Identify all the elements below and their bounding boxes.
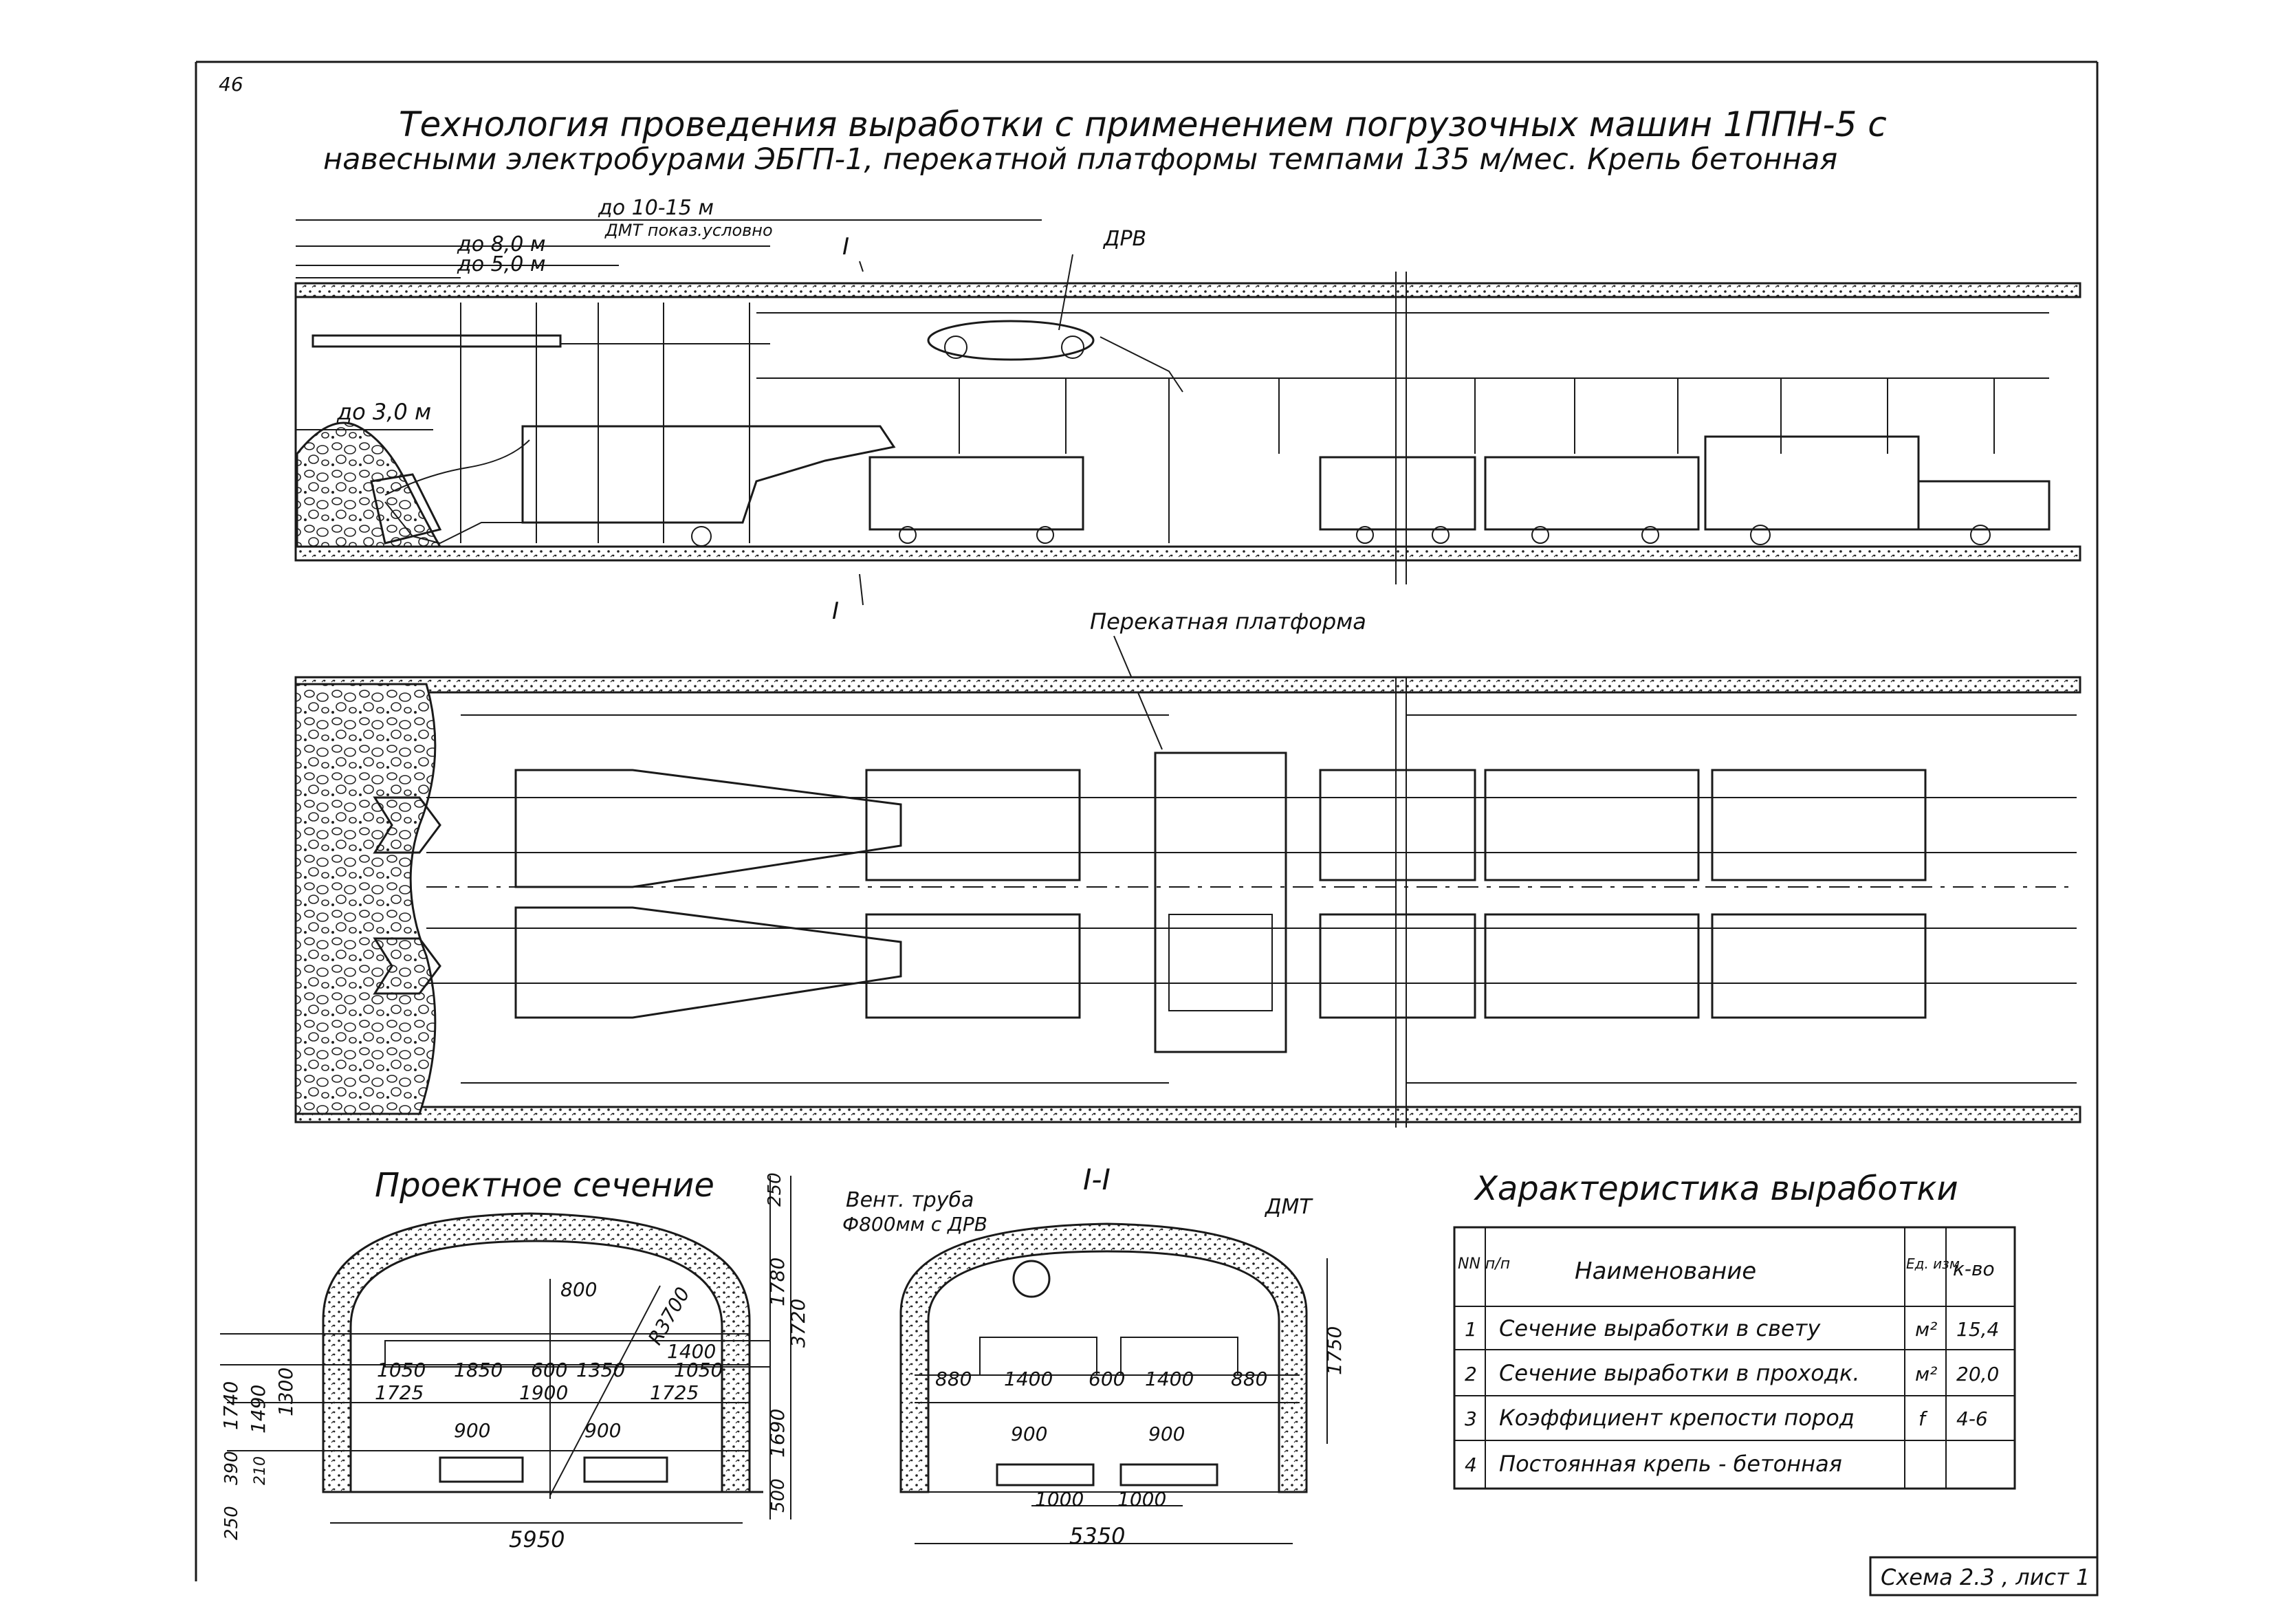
loader-plan-2 (514, 906, 902, 1019)
title-line-2: навесными электробурами ЭБГП-1, перекатн… (323, 142, 1837, 177)
svg-text:1400: 1400 (1004, 1368, 1053, 1390)
sheet-label-box (1869, 1556, 2099, 1596)
svg-text:1350: 1350 (576, 1359, 625, 1381)
svg-text:1050: 1050 (674, 1359, 723, 1381)
svg-text:5350: 5350 (1069, 1523, 1125, 1549)
svg-text:900: 900 (454, 1419, 490, 1442)
svg-text:5950: 5950 (509, 1526, 565, 1552)
project-section-title: Проектное сечение (375, 1166, 714, 1205)
loader-plan-1 (514, 769, 902, 888)
svg-text:880: 880 (1231, 1368, 1267, 1390)
svg-text:1050: 1050 (377, 1359, 426, 1381)
table-title: Характеристика выработки (1473, 1170, 1958, 1208)
svg-text:900: 900 (584, 1419, 621, 1442)
row-2-qty: 20,0 (1956, 1363, 1999, 1385)
row-2-unit: м² (1915, 1363, 1937, 1385)
face-rock (294, 683, 437, 1115)
svg-text:880: 880 (935, 1368, 972, 1390)
svg-text:3720: 3720 (787, 1299, 809, 1348)
vent-label-1: Вент. труба (846, 1188, 974, 1212)
svg-text:250: 250 (765, 1172, 785, 1207)
svg-text:R3700: R3700 (644, 1283, 695, 1348)
row-1-name: Сечение выработки в свету (1499, 1315, 1821, 1341)
svg-text:250: 250 (221, 1506, 242, 1540)
project-section: Проектное сечение 250 800 R3700 1400 178… (219, 1166, 809, 1552)
row-2-n: 2 (1465, 1363, 1477, 1385)
rock-pile (296, 421, 442, 548)
section-ii-title: I-I (1083, 1163, 1111, 1196)
loader-bucket (370, 473, 442, 545)
svg-text:1000: 1000 (1117, 1488, 1166, 1511)
svg-text:900: 900 (1011, 1423, 1047, 1445)
svg-text:1400: 1400 (667, 1340, 716, 1363)
svg-text:210: 210 (252, 1456, 269, 1485)
svg-text:600: 600 (531, 1359, 567, 1381)
vent-label-2: Ф800мм с ДРВ (842, 1213, 987, 1236)
svg-text:1740: 1740 (219, 1381, 242, 1430)
svg-text:500: 500 (768, 1478, 789, 1513)
row-1-unit: м² (1915, 1318, 1937, 1341)
page-number: 46 (219, 73, 243, 96)
svg-text:1750: 1750 (1323, 1326, 1346, 1375)
row-3-unit: f (1918, 1407, 1928, 1430)
svg-text:1000: 1000 (1035, 1488, 1084, 1511)
characteristics-table: Характеристика выработки NN п/п Наименов… (1453, 1170, 2016, 1490)
svg-text:1780: 1780 (766, 1258, 789, 1306)
row-2-name: Сечение выработки в проходк. (1499, 1360, 1859, 1386)
svg-text:1725: 1725 (375, 1381, 424, 1404)
header-nn: NN п/п (1458, 1255, 1510, 1273)
header-qty: к-во (1953, 1258, 1995, 1280)
row-3-name: Коэффициент крепости пород (1499, 1405, 1855, 1431)
row-4-name: Постоянная крепь - бетонная (1499, 1451, 1842, 1477)
row-3-qty: 4-6 (1956, 1407, 1988, 1430)
dmt-label: ДМТ (1264, 1195, 1313, 1219)
elevation-view: до 10-15 м ДМТ показ.условно до 8,0 м до… (294, 196, 2081, 625)
plan-view: Перекатная платформа (294, 608, 2081, 1128)
row-1-qty: 15,4 (1956, 1318, 1999, 1341)
header-name: Наименование (1575, 1258, 1756, 1285)
svg-text:1690: 1690 (766, 1409, 789, 1458)
rolling-platform (1154, 751, 1287, 1053)
svg-text:1725: 1725 (650, 1381, 699, 1404)
dim-8m: до 8,0 м (457, 232, 546, 256)
drv-label: ДРВ (1102, 227, 1146, 251)
svg-text:1490: 1490 (247, 1385, 270, 1434)
wagon-2 (1319, 456, 1476, 531)
row-4-n: 4 (1465, 1453, 1477, 1476)
dim-3m: до 3,0 м (336, 399, 431, 425)
svg-text:900: 900 (1148, 1423, 1185, 1445)
row-1-n: 1 (1465, 1318, 1477, 1341)
row-3-n: 3 (1465, 1407, 1477, 1430)
dim-10-15m: до 10-15 м (598, 196, 714, 220)
dim-5m: до 5,0 м (457, 252, 546, 276)
section-mark-top: I (842, 233, 849, 261)
concrete-lining-ii (899, 1222, 1308, 1493)
sheet-frame (195, 61, 2099, 1595)
locomotive (1704, 435, 1920, 531)
vent-pipe (1012, 1260, 1051, 1298)
platform-label: Перекатная платформа (1090, 608, 1366, 635)
header-unit: Ед. изм (1906, 1255, 1960, 1272)
svg-text:390: 390 (221, 1451, 242, 1485)
svg-text:600: 600 (1089, 1368, 1125, 1390)
title-line-1: Технология проведения выработки с примен… (399, 105, 1887, 144)
dmt-note: ДМТ показ.условно (604, 221, 773, 240)
loader-1ppn5 (521, 425, 896, 524)
sheet-label: Схема 2.3 , лист 1 (1881, 1564, 2090, 1590)
svg-text:1850: 1850 (454, 1359, 503, 1381)
section-i-i: I-I Вент. труба Ф800мм с ДРВ ДМТ 880 140… (842, 1163, 1346, 1549)
svg-text:1400: 1400 (1145, 1368, 1194, 1390)
section-mark-bottom: I (832, 597, 839, 625)
svg-text:1300: 1300 (274, 1368, 297, 1416)
wagon-3 (1484, 456, 1700, 531)
drv-fan (927, 320, 1095, 361)
svg-text:1900: 1900 (519, 1381, 568, 1404)
wagon-1 (868, 456, 1084, 531)
svg-text:800: 800 (560, 1278, 597, 1301)
